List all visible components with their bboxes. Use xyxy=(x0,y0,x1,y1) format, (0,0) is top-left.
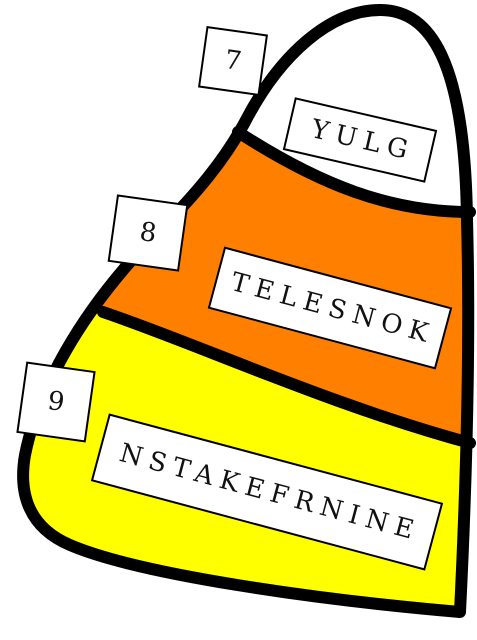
number-box-7: 7 xyxy=(199,27,267,95)
number-box-9: 9 xyxy=(17,363,94,442)
number-box-8: 8 xyxy=(109,195,188,270)
